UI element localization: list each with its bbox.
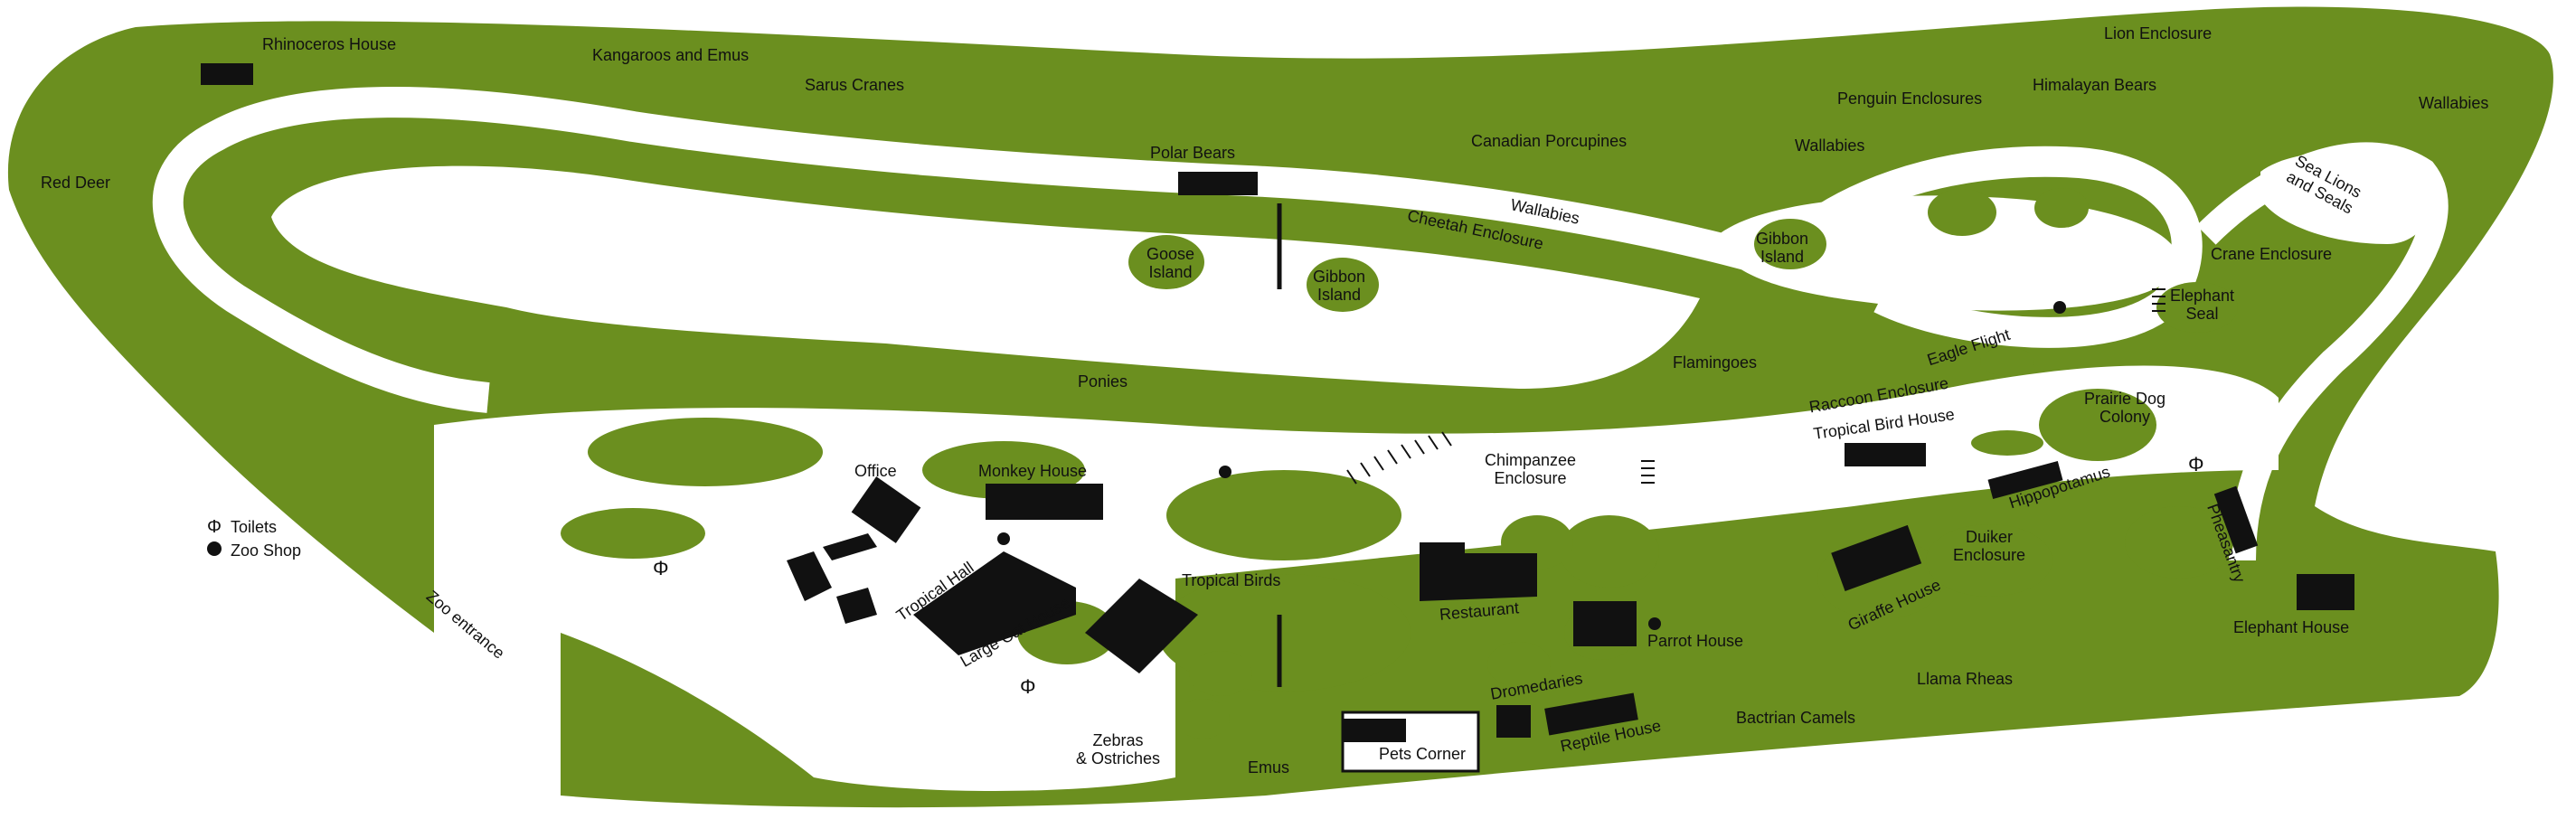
label-canadian-porcupines: Canadian Porcupines: [1471, 132, 1628, 150]
legend-zoo-shop: Zoo Shop: [231, 541, 302, 560]
label-wallabies-3: Wallabies: [2419, 94, 2489, 112]
parrot-house: [1573, 601, 1637, 646]
reptile-house: [1544, 692, 1638, 736]
toilet-icon: Φ: [653, 557, 669, 579]
label-tropical-birds: Tropical Birds: [1182, 571, 1281, 589]
label-parrot-house: Parrot House: [1647, 632, 1744, 650]
label-rhinoceros-house: Rhinoceros House: [262, 35, 397, 53]
restaurant: [1420, 542, 1537, 601]
office-building: [851, 476, 921, 543]
label-pets-corner: Pets Corner: [1379, 745, 1467, 763]
elephant-house: [2297, 574, 2354, 610]
label-ponies: Ponies: [1078, 372, 1128, 391]
small-buildings-west: [787, 533, 877, 624]
tropical-bird-house: [1845, 443, 1926, 466]
label-sarus-cranes: Sarus Cranes: [805, 76, 905, 94]
label-kangaroos-emus: Kangaroos and Emus: [592, 46, 750, 64]
toilet-icon: Φ: [2188, 453, 2204, 475]
label-office: Office: [854, 462, 897, 480]
pheasantry-house: [2213, 485, 2259, 554]
giraffe-house: [1831, 524, 1922, 592]
dromedaries-house: [1496, 705, 1531, 738]
label-red-deer: Red Deer: [41, 174, 111, 192]
label-lion-enclosure: Lion Enclosure: [2104, 24, 2213, 42]
goose-island: [1128, 235, 1204, 289]
steps: [1346, 288, 2166, 485]
rhinoceros-house: [201, 63, 253, 85]
zoo-shop-icon: [203, 541, 225, 561]
hippopotamus-house: [1987, 461, 2063, 499]
central-field: [271, 165, 1700, 389]
label-himalayan-bears: Himalayan Bears: [2033, 76, 2157, 94]
label-monkey-house: Monkey House: [978, 462, 1088, 480]
map-legend: Φ Toilets Zoo Shop: [203, 515, 301, 562]
label-bactrian-camels: Bactrian Camels: [1736, 709, 1856, 727]
zoo-shop-marker: [997, 532, 1010, 545]
label-penguin-enclosures: Penguin Enclosures: [1837, 89, 1983, 108]
central-walkway: [434, 365, 2279, 791]
gibbon-island-west: [1307, 258, 1379, 312]
label-elephant-house: Elephant House: [2233, 618, 2350, 636]
label-emus: Emus: [1248, 758, 1290, 777]
toilet-icon: Φ: [1020, 675, 1036, 698]
zoo-shop-marker: [1219, 466, 1231, 478]
label-crane-enclosure: Crane Enclosure: [2211, 245, 2333, 263]
legend-toilets: Toilets: [231, 517, 278, 536]
tropical-hall: [913, 551, 1076, 655]
label-flamingoes: Flamingoes: [1673, 353, 1758, 372]
toilets-icon: Φ: [207, 516, 222, 537]
large-cat-house: [1085, 579, 1198, 673]
label-zebras: Zebras& Ostriches: [1076, 731, 1161, 767]
label-llama-rheas: Llama Rheas: [1917, 670, 2014, 688]
zoo-shop-marker: [2053, 301, 2066, 314]
sea-lion-pool: [2260, 152, 2430, 244]
monkey-house: [986, 484, 1103, 520]
polar-bears-house: [1178, 172, 1258, 195]
label-wallabies-2: Wallabies: [1795, 136, 1865, 155]
label-polar-bears: Polar Bears: [1150, 144, 1236, 162]
zoo-shop-marker: [1648, 617, 1661, 630]
